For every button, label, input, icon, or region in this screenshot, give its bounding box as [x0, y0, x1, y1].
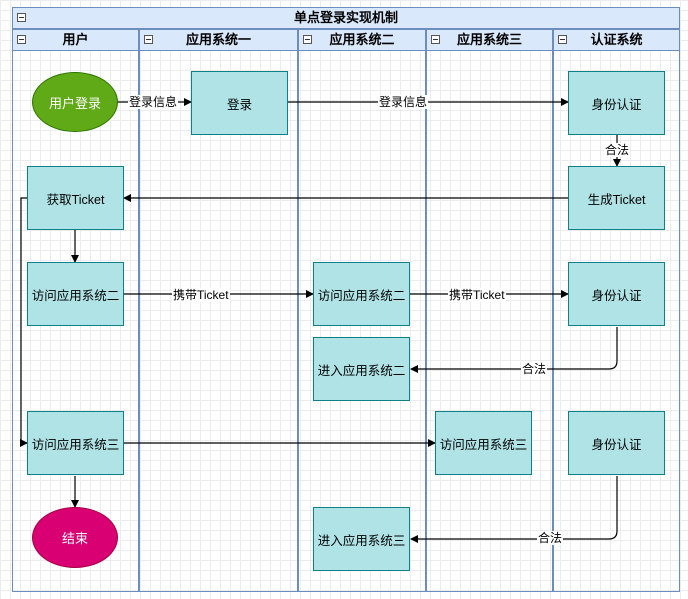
lane-app1: [139, 51, 298, 592]
lane-header-app1: 应用系统一: [139, 29, 298, 51]
collapse-icon[interactable]: [17, 13, 26, 22]
node-visit-app2[interactable]: 访问应用系统二: [27, 262, 124, 326]
collapse-icon[interactable]: [431, 35, 440, 44]
node-auth-3[interactable]: 身份认证: [568, 411, 665, 475]
node-generate-ticket[interactable]: 生成Ticket: [568, 166, 665, 230]
edge-label-valid-3: 合法: [537, 531, 564, 545]
edge-label-valid-1: 合法: [604, 143, 631, 157]
node-label: 访问应用系统二: [31, 288, 120, 303]
start-node-user-login[interactable]: 用户登录: [32, 72, 118, 132]
edge-label-login-info-2: 登录信息: [378, 95, 429, 109]
node-app3-visit[interactable]: 访问应用系统三: [435, 411, 532, 475]
node-label: 生成Ticket: [587, 192, 646, 207]
lane-header-app3: 应用系统三: [426, 29, 553, 51]
node-enter-app2[interactable]: 进入应用系统二: [313, 337, 410, 401]
edge-label-login-info-1: 登录信息: [128, 95, 179, 109]
node-label: 用户登录: [48, 95, 101, 111]
lane-label-app2: 应用系统二: [329, 32, 395, 47]
node-label: 进入应用系统二: [317, 363, 406, 378]
node-label: 访问应用系统三: [31, 437, 120, 452]
edge-auth3-to-enter-app3: [410, 476, 618, 543]
lane-label-app1: 应用系统一: [185, 32, 251, 47]
node-label: 身份认证: [591, 288, 642, 303]
end-node[interactable]: 结束: [32, 507, 118, 568]
node-label: 结束: [61, 531, 88, 546]
lane-header-auth: 认证系统: [553, 29, 680, 51]
node-label: 获取Ticket: [46, 192, 105, 207]
lane-app3: [426, 51, 553, 592]
edge-auth2-to-enter-app2: [410, 327, 618, 373]
diagram-title-bar: 单点登录实现机制: [12, 7, 680, 29]
node-get-ticket[interactable]: 获取Ticket: [27, 166, 124, 230]
collapse-icon[interactable]: [144, 35, 153, 44]
node-label: 访问应用系统二: [317, 288, 406, 303]
node-label: 登录: [226, 97, 252, 112]
diagram-title: 单点登录实现机制: [293, 10, 398, 25]
lane-app2: [298, 51, 426, 592]
node-auth-2[interactable]: 身份认证: [568, 262, 665, 326]
lane-header-app2: 应用系统二: [298, 29, 426, 51]
lane-user: [12, 51, 139, 592]
lane-label-user: 用户: [62, 32, 89, 47]
node-label: 访问应用系统三: [439, 437, 528, 452]
collapse-icon[interactable]: [303, 35, 312, 44]
edge-label-carry-ticket-2: 携带Ticket: [448, 288, 506, 302]
node-label: 身份认证: [591, 97, 642, 112]
lane-label-auth: 认证系统: [590, 32, 643, 47]
node-visit-app3[interactable]: 访问应用系统三: [27, 411, 124, 475]
lane-label-app3: 应用系统三: [456, 32, 522, 47]
edge-get-ticket-to-visit-app3: [20, 197, 28, 447]
edge-label-carry-ticket-1: 携带Ticket: [172, 288, 230, 302]
node-label: 身份认证: [591, 437, 642, 452]
node-auth-1[interactable]: 身份认证: [568, 71, 665, 135]
lane-header-user: 用户: [12, 29, 139, 51]
node-login[interactable]: 登录: [191, 71, 288, 135]
lane-auth: [553, 51, 680, 592]
node-label: 进入应用系统三: [317, 533, 406, 548]
collapse-icon[interactable]: [17, 35, 26, 44]
node-app2-visit[interactable]: 访问应用系统二: [313, 262, 410, 326]
collapse-icon[interactable]: [558, 35, 567, 44]
edge-label-valid-2: 合法: [521, 362, 548, 376]
node-enter-app3[interactable]: 进入应用系统三: [313, 507, 410, 571]
